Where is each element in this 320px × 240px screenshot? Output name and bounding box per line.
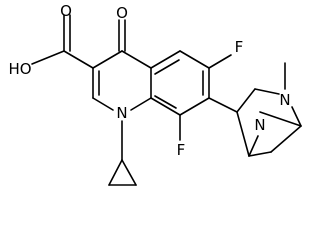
bridge-nitrogen-label: N	[254, 116, 265, 134]
carboxyl-hydroxyl-label: HO	[8, 60, 31, 78]
fluorine-6-label: F	[235, 38, 244, 56]
bond-lines	[31, 14, 302, 186]
carboxyl-oxygen-label: O	[60, 2, 72, 20]
bridge-nitrogen-methyl-label: N	[279, 91, 290, 109]
atom-labels: HO O O F N F N N	[8, 2, 290, 159]
molecule-structure: HO O O F N F N N	[8, 2, 302, 186]
fluorine-8-label: F	[177, 141, 186, 159]
ring-nitrogen-label: N	[116, 104, 127, 122]
keto-oxygen-label: O	[116, 4, 128, 22]
